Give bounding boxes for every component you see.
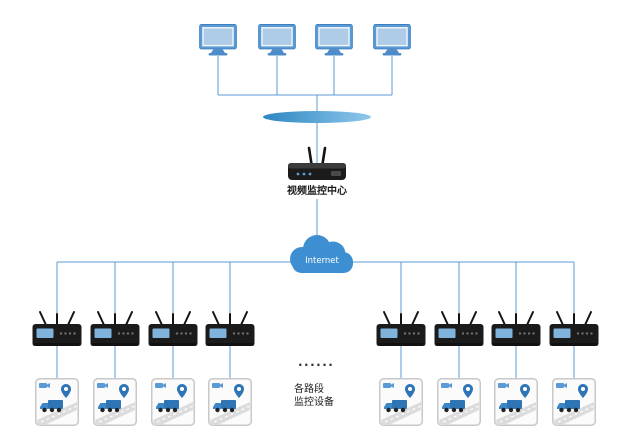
site-scene-icon <box>379 378 423 426</box>
devices-label-line1: 各路段 <box>294 382 324 395</box>
site-router-icon <box>548 311 600 347</box>
site-router-icon <box>147 311 199 347</box>
center-label: 视频监控中心 <box>287 184 347 197</box>
devices-label-line2: 监控设备 <box>294 395 334 408</box>
cloud-label: Internet <box>305 256 339 266</box>
site-router-icon <box>204 311 256 347</box>
site-scene-icon <box>35 378 79 426</box>
site-router-icon <box>89 311 141 347</box>
site-scene-icon <box>552 378 596 426</box>
site-router-icon <box>31 311 83 347</box>
ellipsis-dots: ...... <box>298 355 334 369</box>
monitor-icon <box>315 24 353 56</box>
site-scene-icon <box>437 378 481 426</box>
site-scene-icon <box>151 378 195 426</box>
site-scene-icon <box>93 378 137 426</box>
site-router-icon <box>375 311 427 347</box>
monitor-icon <box>258 24 296 56</box>
monitor-icon <box>373 24 411 56</box>
bus-backbone <box>263 111 371 123</box>
site-scene-icon <box>494 378 538 426</box>
site-scene-icon <box>208 378 252 426</box>
monitor-icon <box>199 24 237 56</box>
site-router-icon <box>490 311 542 347</box>
site-router-icon <box>433 311 485 347</box>
internet-cloud <box>290 235 353 273</box>
